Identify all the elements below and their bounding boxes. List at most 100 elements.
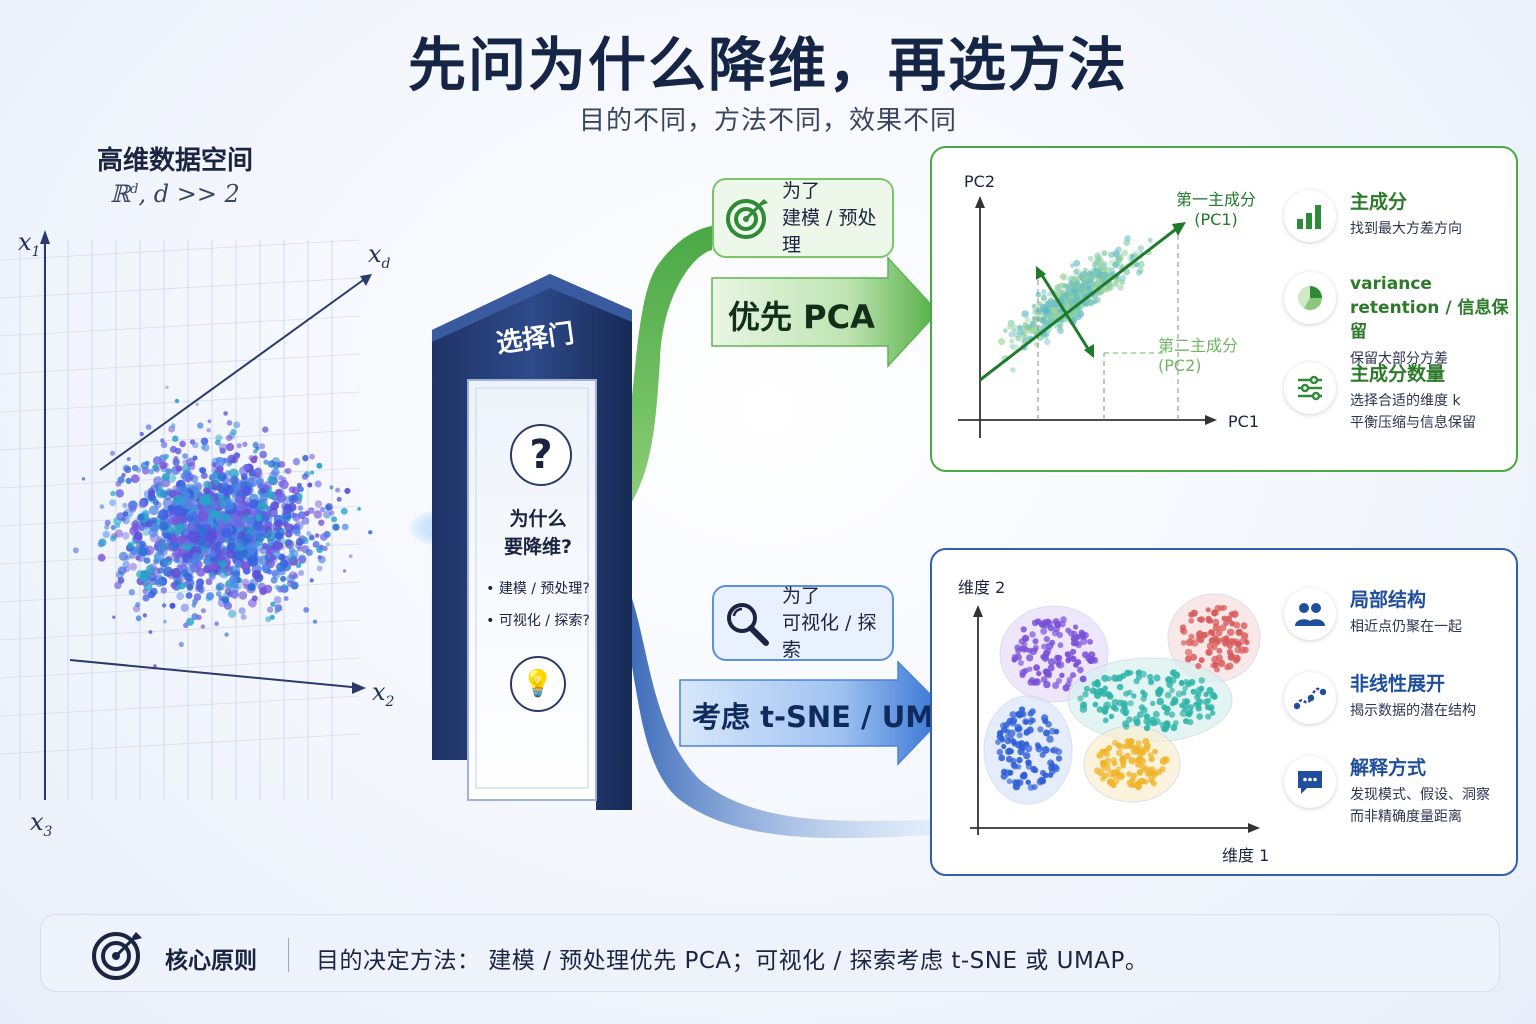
tsne-point: [1102, 717, 1109, 724]
high-dim-point: [246, 542, 258, 554]
high-dim-point: [181, 542, 190, 551]
tsne-point: [1056, 677, 1062, 684]
high-dim-point: [209, 473, 216, 481]
high-dim-point: [145, 424, 152, 430]
grid-line: [0, 391, 361, 413]
pca-point: [1097, 258, 1105, 265]
gate-option-visualization[interactable]: • 可视化 / 探索?: [486, 613, 590, 629]
pca-point: [1082, 267, 1088, 273]
high-dim-point: [225, 434, 233, 442]
high-dim-point: [215, 542, 222, 549]
high-dim-point: [153, 476, 163, 486]
purpose-visualization-box[interactable]: 为了可视化 / 探索: [712, 585, 894, 661]
high-dim-point: [198, 588, 204, 594]
tsne-point: [1143, 713, 1150, 720]
pca-point: [1074, 312, 1081, 319]
high-dim-point: [185, 592, 193, 599]
high-dim-point: [144, 460, 150, 466]
pca-point: [1042, 332, 1049, 340]
high-dim-point: [200, 608, 206, 614]
pca-point: [1022, 323, 1029, 330]
pca-point: [1042, 297, 1048, 303]
high-dim-point: [110, 535, 117, 542]
tsne-point: [1055, 755, 1063, 762]
tsne-chart: [970, 593, 1261, 835]
tsne-point: [1051, 746, 1059, 754]
high-dim-point: [150, 484, 159, 493]
high-dim-point: [325, 542, 331, 547]
tsne-point: [1143, 717, 1151, 725]
high-dim-point: [122, 502, 128, 509]
high-dim-point: [129, 562, 138, 571]
high-dim-point: [207, 549, 216, 559]
tsne-point: [1011, 654, 1019, 661]
tsne-point: [1105, 766, 1112, 773]
high-dim-point: [223, 411, 228, 416]
grid-line: [0, 353, 361, 375]
high-dim-point: [309, 578, 314, 583]
tsne-point: [1052, 682, 1060, 689]
tsne-point: [1001, 743, 1007, 750]
tsne-arrow[interactable]: [679, 660, 950, 766]
high-dim-point: [110, 524, 116, 531]
tsne-point: [1198, 657, 1205, 664]
pca-point: [1017, 329, 1024, 336]
tsne-point: [1212, 618, 1220, 626]
pca-point: [1099, 289, 1105, 295]
high-dim-point: [274, 609, 279, 614]
tsne-point: [1056, 631, 1063, 639]
high-dim-point: [263, 511, 271, 518]
high-dim-point: [200, 624, 206, 629]
formula-base: ℝ: [110, 180, 131, 208]
high-dim-scatter: [0, 230, 480, 800]
tsne-point: [999, 735, 1005, 742]
pca-point: [1091, 261, 1098, 267]
high-dim-point: [214, 621, 219, 626]
tsne-point: [1047, 772, 1054, 778]
tsne-point: [1233, 621, 1241, 629]
tsne-point: [1128, 782, 1135, 788]
tsne-point: [1032, 638, 1039, 645]
tsne-point: [1059, 672, 1065, 678]
high-dim-point: [221, 596, 230, 604]
tsne-point: [997, 730, 1004, 737]
high-dim-point: [213, 479, 220, 486]
high-dim-point: [110, 490, 116, 497]
high-dim-point: [190, 474, 199, 483]
tsne-feature-local-structure: 局部结构相近点仍聚在一起: [1284, 588, 1462, 640]
tsne-point: [1003, 721, 1010, 729]
high-dim-point: [274, 531, 283, 540]
high-dim-point: [197, 525, 208, 536]
pc1-arrowhead: [1172, 222, 1186, 236]
high-dim-point: [305, 549, 313, 556]
high-dim-point: [130, 474, 140, 484]
high-dim-point: [154, 551, 165, 562]
high-dim-point: [179, 440, 186, 448]
tsne-point: [1189, 611, 1195, 618]
pca-arrow[interactable]: [711, 256, 940, 368]
purpose-modeling-box[interactable]: 为了建模 / 预处理: [712, 178, 894, 258]
high-dim-point: [277, 586, 284, 593]
high-dim-point: [147, 491, 154, 497]
high-dim-point: [224, 588, 232, 595]
pca-point: [1087, 299, 1095, 307]
tsne-point: [1070, 655, 1077, 663]
high-dim-point: [292, 457, 301, 466]
tsne-point: [1037, 726, 1044, 733]
high-dim-point: [197, 422, 204, 429]
high-dim-point: [165, 468, 172, 475]
tsne-point: [1195, 663, 1202, 670]
high-dim-point: [340, 507, 348, 515]
high-dim-point: [242, 533, 253, 544]
tsne-point: [1185, 638, 1194, 647]
high-dim-point: [234, 550, 245, 561]
high-dim-point: [158, 542, 168, 552]
gate-option-modeling[interactable]: • 建模 / 预处理?: [486, 581, 590, 597]
pca-point: [1103, 266, 1109, 272]
pca-y-arrowhead: [975, 196, 985, 208]
purpose-visualization-text: 为了可视化 / 探索: [782, 584, 877, 661]
high-dim-point: [263, 459, 269, 465]
tsne-point: [1190, 688, 1197, 695]
tsne-point: [1155, 688, 1162, 695]
